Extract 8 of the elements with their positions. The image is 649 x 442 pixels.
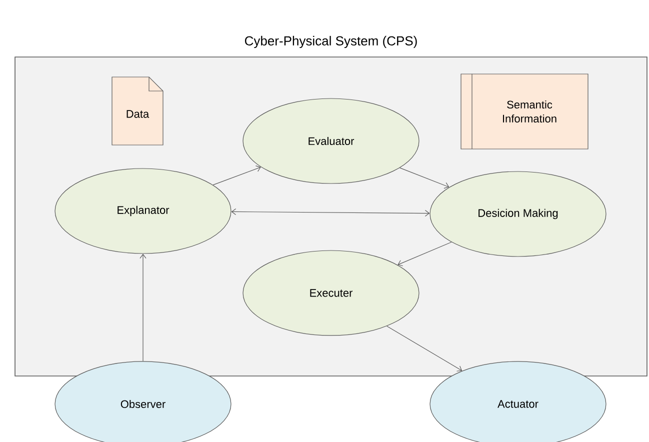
arrow bbox=[398, 242, 452, 266]
process-box: Semantic Information bbox=[460, 74, 588, 150]
arrow bbox=[231, 208, 430, 217]
arrow bbox=[386, 326, 462, 372]
node-label: Cyber-Physical System (CPS) bbox=[244, 36, 417, 48]
arrow bbox=[212, 166, 261, 186]
arrow bbox=[399, 168, 450, 189]
arrow bbox=[140, 254, 146, 362]
